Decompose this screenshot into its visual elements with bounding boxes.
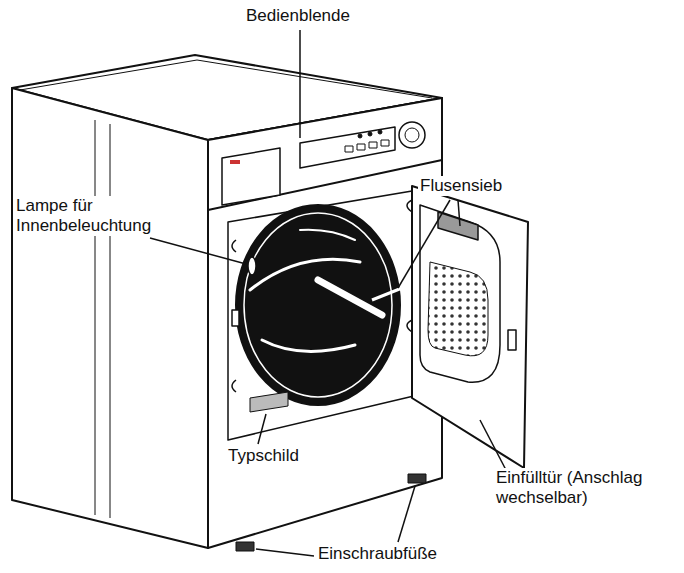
indicator <box>358 134 362 138</box>
door-latch <box>232 310 239 326</box>
screw-foot <box>236 542 254 551</box>
button <box>357 144 365 150</box>
part-label: Typschild <box>226 446 301 466</box>
drum-rim <box>244 213 392 397</box>
program-knob <box>405 128 419 142</box>
leader-line <box>458 200 460 226</box>
front-face <box>208 98 442 548</box>
type-plate <box>250 392 288 412</box>
drum-rib <box>318 280 382 315</box>
leader-line <box>480 420 506 470</box>
panel-flap <box>222 148 280 205</box>
part-label: Flusensieb <box>418 176 504 196</box>
top-rim <box>20 60 432 98</box>
side-face <box>12 88 208 548</box>
lint-filter <box>372 288 402 300</box>
loading-door <box>412 186 528 468</box>
leader-line <box>398 200 450 288</box>
drum-rib <box>300 230 355 240</box>
leader-line <box>398 486 415 542</box>
program-knob <box>399 122 425 148</box>
leader-line <box>299 30 301 138</box>
button <box>345 146 353 152</box>
button <box>381 140 389 146</box>
lint-filter <box>438 212 478 240</box>
door-hinge <box>407 320 412 332</box>
part-label: Einfülltür (Anschlag wechselbar) <box>494 468 680 508</box>
indicator <box>378 130 382 134</box>
drum-rib <box>250 259 360 290</box>
drum-rib <box>262 340 355 351</box>
door-handle <box>508 330 516 350</box>
part-label: Lampe für Innenbeleuchtung <box>14 196 168 236</box>
door-grille <box>428 262 488 356</box>
leader-line <box>258 414 266 444</box>
hinge <box>232 380 236 392</box>
interior-lamp <box>248 257 256 275</box>
button-strip <box>300 127 395 168</box>
button <box>369 142 377 148</box>
hinge <box>232 240 236 252</box>
screw-foot <box>408 474 426 483</box>
part-label: Einschraubfüße <box>316 544 439 564</box>
door-hinge <box>407 200 412 212</box>
side-line <box>95 120 96 515</box>
part-label: Bedienblende <box>244 6 352 26</box>
drum <box>236 205 400 405</box>
side-line <box>110 124 111 518</box>
leader-line <box>256 549 314 556</box>
leader-line <box>150 238 246 264</box>
indicator <box>368 132 372 136</box>
door-frame <box>228 190 418 440</box>
logo <box>230 160 240 164</box>
